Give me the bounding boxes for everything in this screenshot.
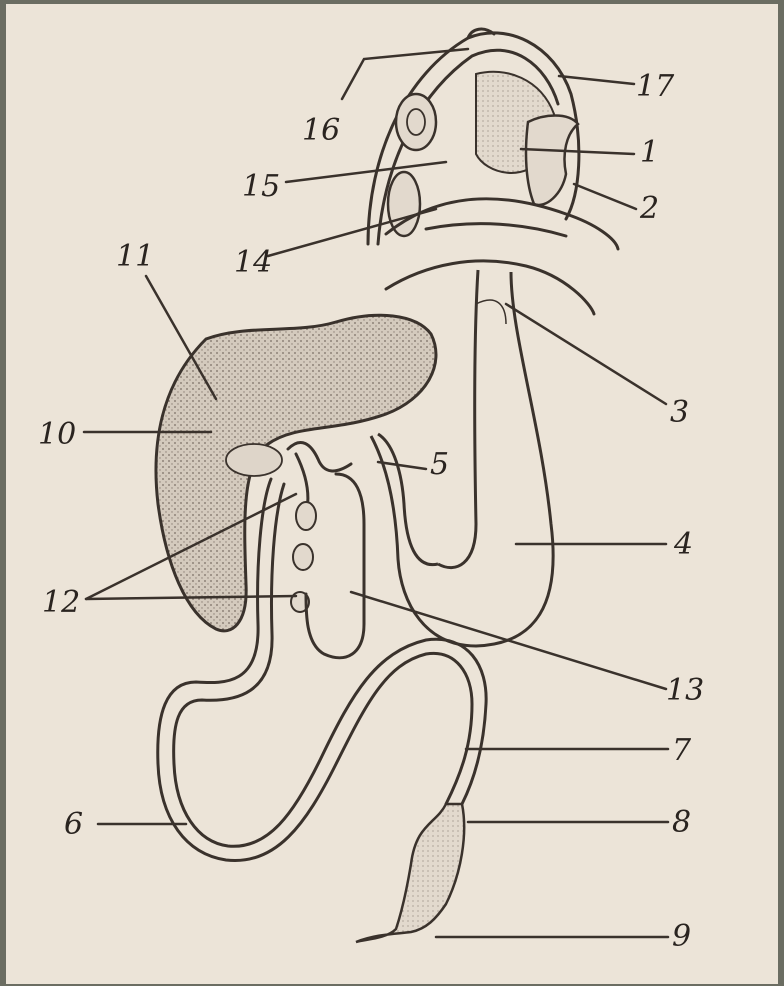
- label-11: 11: [116, 239, 154, 274]
- label-15: 15: [242, 169, 280, 204]
- label-14: 14: [234, 245, 272, 280]
- label-2: 2: [639, 191, 659, 226]
- digestive-system-diagram: 17 1 2 3 4 5 6 7 8 9 10 11 12 13 14 15 1…: [6, 4, 778, 984]
- label-9: 9: [672, 919, 691, 954]
- label-1: 1: [640, 135, 659, 170]
- rectum: [356, 804, 464, 942]
- head-oral-cavity: [368, 29, 618, 249]
- label-4: 4: [673, 527, 693, 562]
- label-3: 3: [670, 395, 689, 430]
- gallbladder: [226, 444, 282, 476]
- label-13: 13: [666, 673, 704, 708]
- label-10: 10: [38, 417, 76, 452]
- label-8: 8: [672, 805, 691, 840]
- label-5: 5: [430, 447, 449, 482]
- eye-upper: [396, 94, 436, 150]
- label-12: 12: [42, 585, 80, 620]
- tongue: [526, 116, 578, 205]
- label-17: 17: [636, 69, 675, 104]
- label-16: 16: [302, 113, 340, 148]
- label-6: 6: [64, 807, 83, 842]
- diagram-paper: 17 1 2 3 4 5 6 7 8 9 10 11 12 13 14 15 1…: [6, 4, 778, 984]
- liver: [156, 315, 436, 631]
- label-7: 7: [672, 733, 692, 768]
- bile-ducts: [288, 442, 351, 514]
- eye-lower: [388, 172, 420, 236]
